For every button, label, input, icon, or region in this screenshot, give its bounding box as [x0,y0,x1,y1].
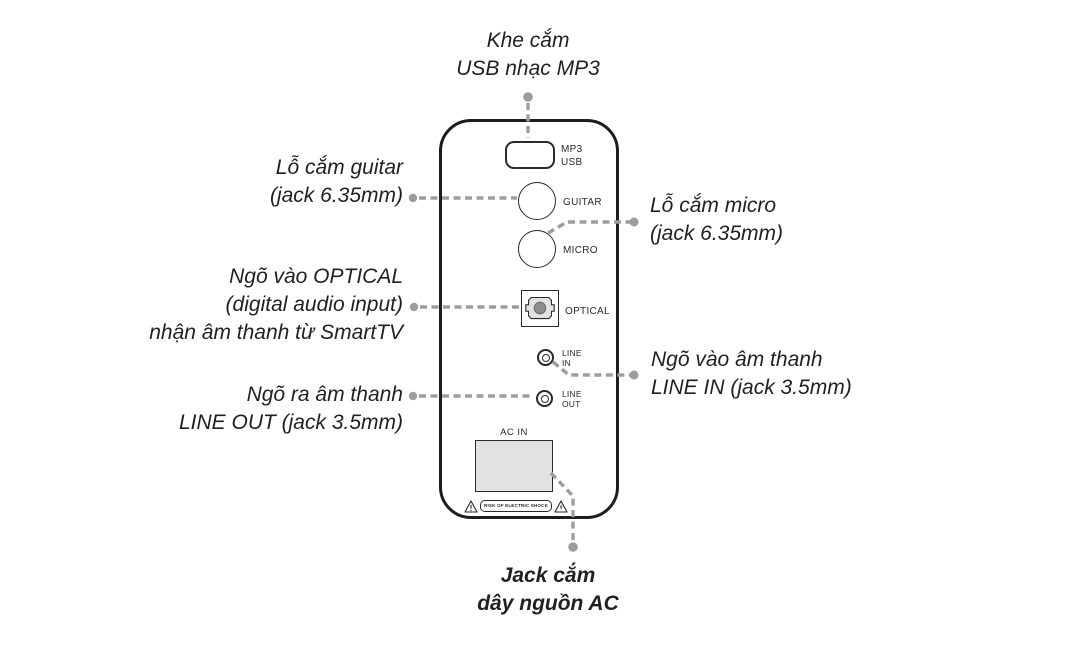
line-in-jack [537,349,554,366]
callout-line: Ngõ ra âm thanh [246,383,403,406]
callout-micro: Lỗ cắm micro (jack 6.35mm) [650,192,940,248]
micro-jack-label: MICRO [563,245,598,256]
usb-label-line: MP3 [561,144,583,155]
callout-line: Lỗ cắm micro [650,194,777,217]
connector-optical-dot [409,302,419,312]
callout-optical: Ngõ vào OPTICAL (digital audio input) nh… [110,263,403,347]
callout-guitar: Lỗ cắm guitar (jack 6.35mm) [150,154,403,210]
line-in-jack-label: LINE IN [562,348,582,368]
callout-line: Ngõ vào OPTICAL [229,265,403,288]
callout-usb-mp3: Khe cắm USB nhạc MP3 [408,27,648,83]
line-out-jack-hole [540,394,549,403]
connector-micro-dot [629,217,639,227]
guitar-jack-label: GUITAR [563,197,602,208]
line-in-label-line: LINE [562,348,582,358]
callout-line-in: Ngõ vào âm thanh LINE IN (jack 3.5mm) [651,346,951,402]
line-out-label-line: OUT [562,398,581,409]
callout-ac-power: Jack cắm dây nguồn AC [428,562,668,618]
line-out-jack-label: LINE OUT [562,389,582,409]
callout-line: nhận âm thanh từ SmartTV [149,321,403,344]
callout-line: dây nguồn AC [477,592,619,615]
usb-label-line: USB [561,157,583,168]
speaker-rear-panel: MP3 USB GUITAR MICRO OPTICAL LINE IN LIN… [439,119,619,519]
warning-triangle-lightning-icon [554,499,568,513]
callout-line: Khe cắm [486,29,570,52]
line-out-jack [536,390,553,407]
warning-text: RISK OF ELECTRIC SHOCK [480,500,553,512]
connector-usb-dot [523,92,533,102]
callout-line: (jack 6.35mm) [650,222,784,245]
connector-line-in-dot [629,370,639,380]
line-in-label-line: IN [562,357,571,368]
optical-port [521,290,559,327]
callout-line: (digital audio input) [225,293,403,316]
micro-jack [518,230,556,268]
optical-port-label: OPTICAL [565,306,610,317]
guitar-jack [518,182,556,220]
callout-line: Ngõ vào âm thanh [651,348,823,371]
connector-ac-dot [568,542,578,552]
connector-guitar-dot [408,193,418,203]
connector-line-out-dot [408,391,418,401]
callout-line-out: Ngõ ra âm thanh LINE OUT (jack 3.5mm) [118,381,403,437]
line-out-label-line: LINE [562,389,582,399]
callout-line: USB nhạc MP3 [456,57,600,80]
callout-line: LINE OUT (jack 3.5mm) [178,411,403,434]
callout-line: (jack 6.35mm) [269,184,403,207]
toslink-icon [525,296,555,320]
warning-strip: RISK OF ELECTRIC SHOCK [464,498,568,514]
usb-slot [505,141,555,169]
callout-line: Lỗ cắm guitar [275,156,403,179]
usb-slot-label: MP3 USB [561,143,582,169]
callout-line: LINE IN (jack 3.5mm) [651,376,852,399]
ac-in-label: AC IN [500,427,528,438]
warning-triangle-exclamation-icon [464,499,478,513]
callout-line: Jack cắm [500,564,596,587]
line-in-jack-hole [541,353,550,362]
ac-inlet [475,440,553,492]
